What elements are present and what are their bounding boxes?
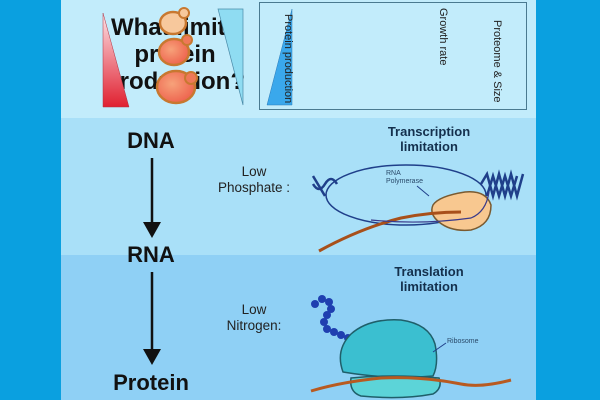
polymerase-pointer xyxy=(416,185,430,197)
ribosome-large-subunit xyxy=(339,319,438,379)
heading-line-2: limitation xyxy=(400,279,458,294)
ribosome-small-subunit xyxy=(349,375,441,399)
template-strand xyxy=(370,191,490,223)
translation-band xyxy=(61,255,536,400)
condition-line-2: Phosphate : xyxy=(217,180,291,195)
rna-polymerase xyxy=(431,191,492,232)
low-nitrogen-condition: Low Nitrogen: xyxy=(199,302,309,334)
mrna-translation-strand xyxy=(310,376,512,393)
heading-line-2: limitation xyxy=(400,139,458,154)
yeast-cells xyxy=(155,7,198,105)
growth-rate-triangle xyxy=(217,8,244,106)
enzyme-line-2: Polymerase xyxy=(386,178,423,185)
enzyme-line-1: RNA xyxy=(386,170,401,177)
header-band xyxy=(61,0,536,118)
dna-helix-right xyxy=(479,169,525,201)
protein-production-triangle xyxy=(102,12,130,108)
dna-to-rna-arrow xyxy=(143,158,161,238)
heading-line-1: Transcription xyxy=(387,124,471,139)
yeast-cell-small xyxy=(158,10,188,36)
dna-helix-left xyxy=(311,175,339,197)
condition-line-1: Low xyxy=(241,164,267,179)
yeast-cell-medium xyxy=(157,37,191,67)
growth-rate-label: Growth rate xyxy=(437,8,449,66)
rna-to-protein-arrow xyxy=(143,272,161,365)
rna-label: RNA xyxy=(127,242,175,267)
low-phosphate-condition: Low Phosphate : xyxy=(199,164,309,196)
dna-label: DNA xyxy=(127,128,175,153)
translation-heading: Translation limitation xyxy=(349,264,509,294)
transcription-bubble xyxy=(325,164,487,226)
heading-line-1: Translation xyxy=(394,264,464,279)
ribosome-label: Ribosome xyxy=(447,338,479,345)
diagram-graphics xyxy=(102,7,525,399)
transcription-heading: Transcription limitation xyxy=(349,124,509,154)
proteome-size-label: Proteome & Size xyxy=(491,20,503,103)
condition-line-2: Nitrogen: xyxy=(226,318,282,333)
legend-box xyxy=(259,2,527,110)
content-panel: What limits protein production? xyxy=(61,0,536,400)
transcription-band xyxy=(61,118,536,255)
protein-label: Protein xyxy=(113,370,189,395)
ribosome-pointer xyxy=(432,342,447,353)
condition-line-1: Low xyxy=(241,302,267,317)
rna-polymerase-label: RNA Polymerase xyxy=(386,170,423,186)
proteome-size-triangle xyxy=(266,8,293,106)
protein-production-label: Protein production xyxy=(282,14,294,104)
mrna-strand xyxy=(318,210,462,253)
